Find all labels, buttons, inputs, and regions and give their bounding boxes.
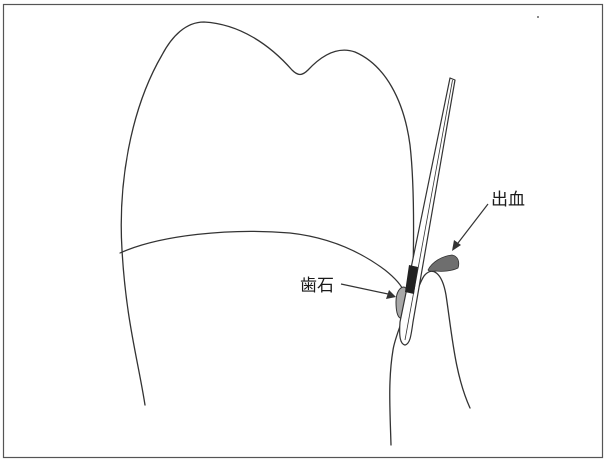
calculus-leader <box>340 283 396 299</box>
bleeding-leader <box>452 203 489 251</box>
probe-marking <box>405 265 418 294</box>
calculus-label: 歯石 <box>300 276 334 296</box>
periodontal-probe-icon <box>399 77 456 346</box>
diagram-border <box>2 3 604 459</box>
probe-center-line <box>404 79 453 341</box>
cemento-enamel-junction <box>119 230 405 293</box>
stray-dot <box>537 16 539 18</box>
bleeding-label: 出血 <box>491 190 525 210</box>
bleeding-spot <box>427 254 460 272</box>
